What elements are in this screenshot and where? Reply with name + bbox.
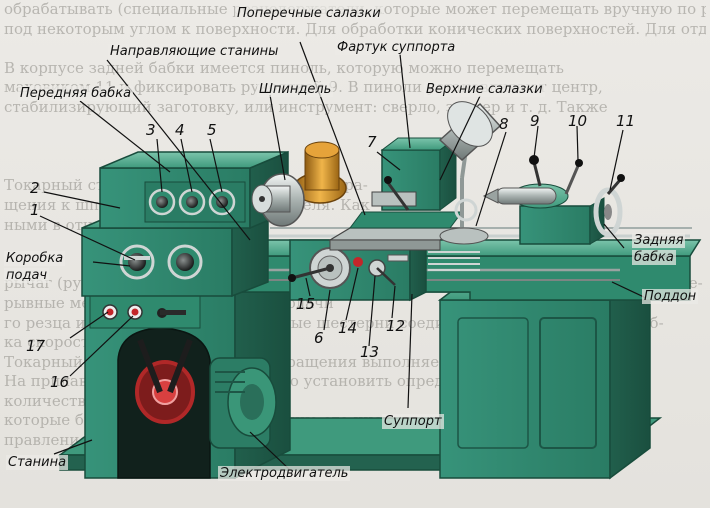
- work-lamp: [438, 101, 502, 245]
- callout-7: 7: [367, 133, 377, 151]
- label-spindle: Шпиндель: [257, 82, 334, 97]
- callout-13: 13: [360, 343, 380, 361]
- callout-1: 1: [30, 201, 40, 219]
- callout-15: 15: [296, 295, 316, 313]
- callout-12: 12: [386, 317, 406, 335]
- callout-3: 3: [146, 121, 156, 139]
- callout-16: 16: [50, 373, 70, 391]
- callout-11: 11: [616, 112, 636, 130]
- label-tray: Поддон: [642, 289, 699, 304]
- callout-9: 9: [530, 112, 540, 130]
- callout-8: 8: [499, 115, 509, 133]
- label-frame: Станина: [6, 455, 69, 470]
- label-cross-slide: Поперечные салазки: [235, 6, 383, 21]
- callout-6: 6: [314, 329, 324, 347]
- callout-10: 10: [568, 112, 588, 130]
- cross-slide: [327, 211, 463, 251]
- label-feed-box-2: подач: [4, 268, 50, 283]
- electric-motor: [209, 357, 277, 449]
- label-compound-slide: Верхние салазки: [424, 82, 545, 97]
- label-apron: Фартук суппорта: [335, 40, 458, 55]
- tailstock: [482, 155, 625, 245]
- background-text-line: количество: [4, 391, 95, 410]
- callout-4: 4: [175, 121, 185, 139]
- label-headstock: Передняя бабка: [18, 86, 134, 101]
- leader-lines: [39, 41, 647, 471]
- callout-5: 5: [207, 121, 217, 139]
- callout-14: 14: [338, 319, 358, 337]
- label-feed-box-1: Коробка: [4, 251, 66, 266]
- callout-2: 2: [30, 179, 40, 197]
- background-text-line: под некоторым углом к поверхности. Для о…: [4, 19, 706, 38]
- callout-17: 17: [26, 337, 46, 355]
- label-motor: Электродвигатель: [218, 466, 351, 481]
- label-tailstock-2: бабка: [632, 250, 676, 265]
- label-tailstock-1: Задняя: [632, 233, 686, 248]
- label-carriage: Суппорт: [382, 414, 444, 429]
- background-text-line: В корпусе задней бабки имеется пиноль, к…: [4, 58, 564, 77]
- spindle-chuck: [251, 141, 347, 227]
- left-pedestal-stanina: [84, 266, 291, 480]
- label-bed-ways: Направляющие станины: [108, 44, 281, 59]
